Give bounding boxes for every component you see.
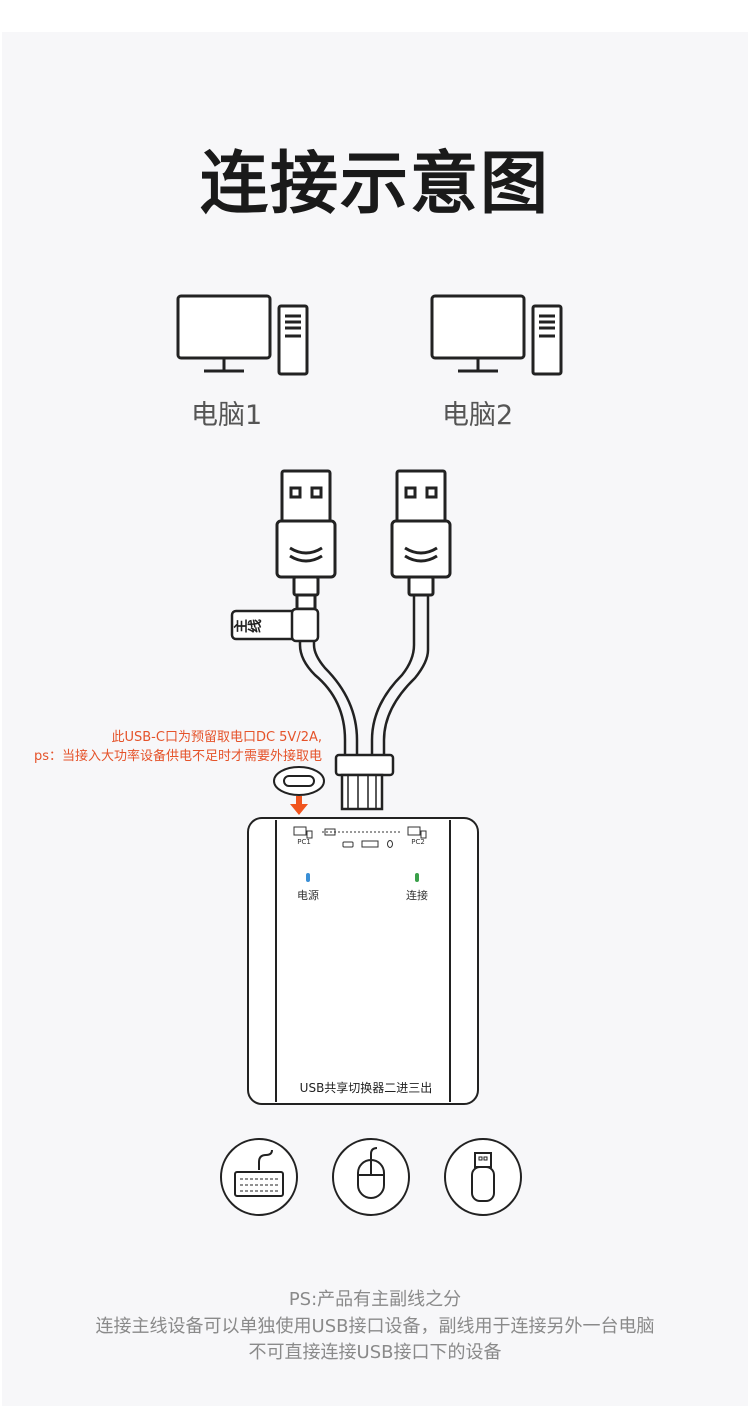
device-port-icons <box>293 826 427 848</box>
usb-c-port-icon <box>273 766 325 796</box>
footer-line-2: 连接主线设备可以单独使用USB接口设备，副线用于连接另外一台电脑 <box>95 1316 655 1337</box>
usbc-note-line-2: ps：当接入大功率设备供电不足时才需要外接取电 <box>33 749 322 764</box>
arrow-down-icon <box>290 796 308 815</box>
usb-drive-icon <box>444 1138 522 1216</box>
cable-clip <box>334 753 395 811</box>
main-cable-tag <box>230 607 320 643</box>
power-indicator-label: 电源 <box>297 889 319 902</box>
main-cable-tag-label: 主线 <box>234 619 264 633</box>
usbc-note-line-1: 此USB-C口为预留取电口DC 5V/2A, <box>111 730 322 745</box>
computer-1-label: 电脑1 <box>191 400 263 431</box>
power-indicator-led <box>306 873 310 882</box>
computer-1-icon <box>176 294 309 376</box>
footer-line-3: 不可直接连接USB接口下的设备 <box>248 1342 502 1363</box>
device-name: USB共享切换器二进三出 <box>299 1081 433 1095</box>
computer-2-label: 电脑2 <box>442 400 514 431</box>
keyboard-icon <box>220 1138 298 1216</box>
switch-device <box>247 817 479 1105</box>
computer-2-icon <box>430 294 563 376</box>
pc1-port-label: PC1 <box>297 838 311 846</box>
pc2-port-label: PC2 <box>411 838 425 846</box>
usb-a-plug-1-icon <box>275 469 337 611</box>
mouse-icon <box>332 1138 410 1216</box>
footer-line-1: PS:产品有主副线之分 <box>288 1289 462 1310</box>
connect-indicator-label: 连接 <box>406 889 428 902</box>
connect-indicator-led <box>415 873 419 882</box>
page-title: 连接示意图 <box>199 145 550 224</box>
usb-a-plug-2-icon <box>390 469 452 597</box>
y-cable <box>298 595 430 760</box>
